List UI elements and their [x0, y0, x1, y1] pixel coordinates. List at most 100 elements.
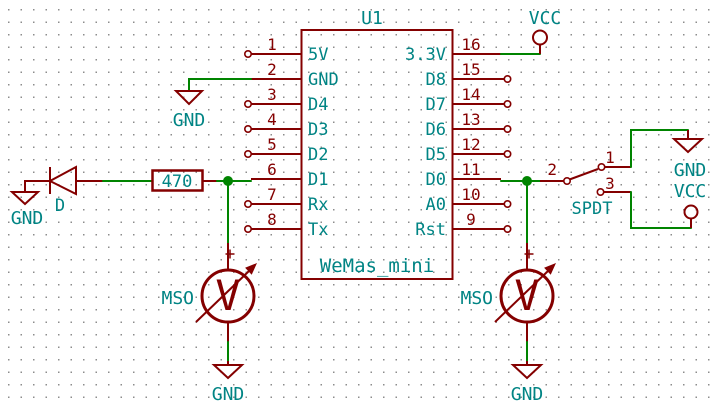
gnd-triangle-icon	[9, 191, 41, 206]
pin-number: 3	[267, 85, 277, 104]
gnd-symbol-meter-left[interactable]: GND	[211, 361, 245, 405]
ic-pin-11[interactable]: 11 D0	[426, 160, 501, 190]
pin-number: 7	[267, 185, 277, 204]
pin-number: 14	[461, 85, 480, 104]
pin-name: D2	[308, 145, 328, 165]
switch-pin-number-common: 2	[547, 160, 557, 179]
resistor-value: 470	[162, 172, 193, 192]
ic-pin-12[interactable]: 12 D5	[426, 135, 512, 165]
pin-name: D8	[426, 70, 446, 90]
pin-name: D5	[426, 145, 446, 165]
pin-open-end	[503, 200, 512, 209]
pin-number: 4	[267, 110, 277, 129]
vcc-circle-icon	[683, 204, 699, 220]
pin-number: 10	[461, 185, 480, 204]
pin-name: D1	[308, 170, 328, 190]
ic-value: WeMas_mini	[320, 255, 434, 277]
plus-icon	[225, 249, 235, 259]
switch-pin-number-top: 1	[605, 148, 615, 167]
plus-icon	[524, 249, 534, 259]
ic-pin-10[interactable]: 10 A0	[426, 185, 512, 215]
gnd-symbol-diode[interactable]: GND	[9, 180, 50, 229]
gnd-symbol-switch[interactable]: GND	[671, 130, 707, 181]
ic-pin-9[interactable]: 9 Rst	[415, 210, 512, 240]
gnd-triangle-icon	[173, 90, 205, 106]
pin-open-end	[244, 49, 253, 58]
gnd-triangle-icon	[510, 364, 544, 380]
pin-name: GND	[308, 70, 339, 90]
pin-name: 3.3V	[405, 45, 446, 65]
switch-common-contact	[562, 177, 571, 186]
ic-pin-2[interactable]: 2 GND	[251, 60, 339, 90]
pin-name: D6	[426, 120, 446, 140]
meter-arrow-shaft	[494, 270, 549, 323]
resistor-body[interactable]	[151, 169, 204, 192]
pin-number: 16	[461, 35, 480, 54]
vcc-symbol-top[interactable]: VCC	[529, 8, 562, 54]
switch-pin-number-bottom: 3	[605, 174, 615, 193]
spdt-switch[interactable]: 2 1 3 SPDT	[540, 148, 631, 219]
ic-reference: U1	[361, 8, 383, 29]
switch-lever[interactable]	[569, 168, 599, 181]
pin-number: 8	[267, 210, 277, 229]
pin-open-end	[503, 75, 512, 84]
diode-reference: D	[55, 196, 65, 216]
pin-name: D3	[308, 120, 328, 140]
switch-bottom-contact	[596, 188, 605, 197]
pin-name: Tx	[308, 220, 328, 240]
switch-reference: SPDT	[572, 199, 613, 219]
pin-number: 13	[461, 110, 480, 129]
ic-pin-8[interactable]: 8 Tx	[244, 210, 329, 240]
pin-open-end	[244, 150, 253, 159]
gnd-triangle-icon	[671, 138, 705, 154]
vcc-label: VCC	[674, 181, 707, 202]
gnd-label: GND	[212, 384, 245, 405]
voltmeter-left[interactable]: V MSO	[161, 243, 257, 342]
vcc-symbol-switch[interactable]: VCC	[674, 181, 707, 228]
diode-d[interactable]: D	[47, 165, 103, 216]
resistor-470[interactable]: 470	[151, 169, 218, 193]
meter-arrow-shaft	[195, 270, 250, 323]
pin-name: D0	[426, 170, 446, 190]
wire-switch-to-gnd[interactable]	[630, 129, 689, 168]
pin-open-end	[244, 200, 253, 209]
pin-number: 12	[461, 135, 480, 154]
ic-pin-16[interactable]: 16 3.3V	[405, 35, 501, 65]
switch-top-contact	[597, 163, 606, 172]
gnd-label: GND	[173, 110, 206, 131]
gnd-symbol-pin2[interactable]: GND	[173, 90, 206, 131]
pin-open-end	[244, 225, 253, 234]
pin-number: 11	[461, 160, 480, 179]
ic-pin-14[interactable]: 14 D7	[426, 85, 512, 115]
pin-number: 15	[461, 60, 480, 79]
ic-pin-13[interactable]: 13 D6	[426, 110, 512, 140]
ic-wemos-mini[interactable]: U1 WeMas_mini 1 5V 2 GND 3 D4 4 D3 5 D2	[244, 8, 512, 280]
pin-number: 5	[267, 135, 277, 154]
wire-pin2-to-gnd[interactable]	[188, 78, 252, 92]
pin-number: 2	[267, 60, 277, 79]
voltmeter-right[interactable]: V MSO	[460, 243, 556, 342]
meter-symbol: V	[215, 271, 240, 320]
meter-symbol: V	[514, 271, 539, 320]
gnd-stem	[24, 180, 50, 192]
ic-pin-1[interactable]: 1 5V	[244, 35, 329, 65]
ic-pin-6[interactable]: 6 D1	[251, 160, 328, 190]
pin-name: Rst	[415, 220, 446, 240]
pin-number: 1	[267, 35, 277, 54]
pin-number: 9	[466, 210, 476, 229]
gnd-label: GND	[511, 384, 544, 405]
gnd-symbol-meter-right[interactable]: GND	[510, 361, 544, 405]
meter-arrowhead-icon	[245, 263, 257, 275]
pin-name: 5V	[308, 45, 328, 65]
pin-name: D7	[426, 95, 446, 115]
ic-pin-4[interactable]: 4 D3	[244, 110, 329, 140]
ic-pin-5[interactable]: 5 D2	[244, 135, 329, 165]
gnd-label: GND	[11, 208, 44, 229]
meter-reference: MSO	[161, 288, 194, 309]
ic-pin-3[interactable]: 3 D4	[244, 85, 329, 115]
wire-switch-to-vcc[interactable]	[630, 191, 692, 229]
ic-pin-15[interactable]: 15 D8	[426, 60, 512, 90]
ic-pin-7[interactable]: 7 Rx	[244, 185, 329, 215]
